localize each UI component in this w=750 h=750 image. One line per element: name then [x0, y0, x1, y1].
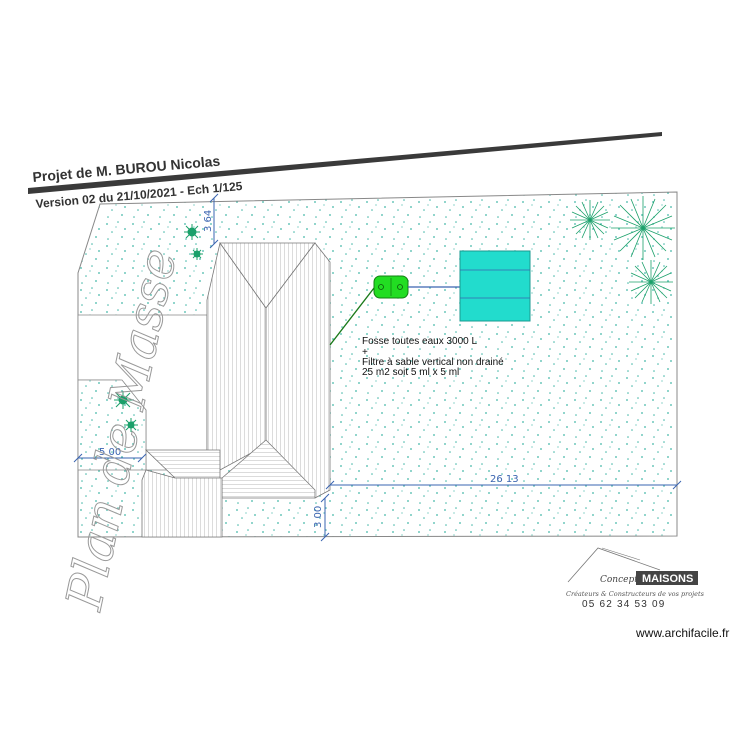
dim-label-left: 5 00	[99, 447, 121, 458]
annotation-line-1: Fosse toutes eaux 3000 L	[362, 336, 478, 347]
septic-tank-hatch	[397, 284, 403, 290]
roof-bottom-right	[221, 439, 316, 499]
company-logo: Concept MAISONS Créateurs & Constructeur…	[566, 547, 705, 610]
annotation-line-2: +	[362, 347, 368, 358]
palm-tree-icon	[570, 196, 675, 304]
svg-text:MAISONS: MAISONS	[642, 573, 693, 585]
roof-garage	[141, 469, 223, 538]
svg-text:05 62 34 53 09: 05 62 34 53 09	[582, 599, 666, 610]
header-band	[28, 132, 662, 194]
dim-label-top: 3 64	[203, 210, 214, 232]
sand-filter	[459, 250, 531, 322]
svg-text:Concept: Concept	[600, 575, 638, 585]
septic-tank-hatch	[378, 284, 384, 290]
dim-label-length: 26 13	[490, 474, 519, 485]
dim-label-bottom: 3 00	[313, 506, 324, 528]
shrub-icon	[114, 224, 203, 432]
watermark-text: www.archifacile.fr	[636, 626, 730, 640]
drain-pipe	[329, 287, 375, 346]
svg-text:Créateurs & Constructeurs de v: Créateurs & Constructeurs de vos projets	[566, 590, 705, 598]
annotation-line-3: Filtre à sable vertical non drainé	[362, 357, 504, 368]
annotation-line-4: 25 m2 soit 5 ml x 5 ml	[362, 367, 459, 378]
house-bay	[77, 379, 147, 471]
